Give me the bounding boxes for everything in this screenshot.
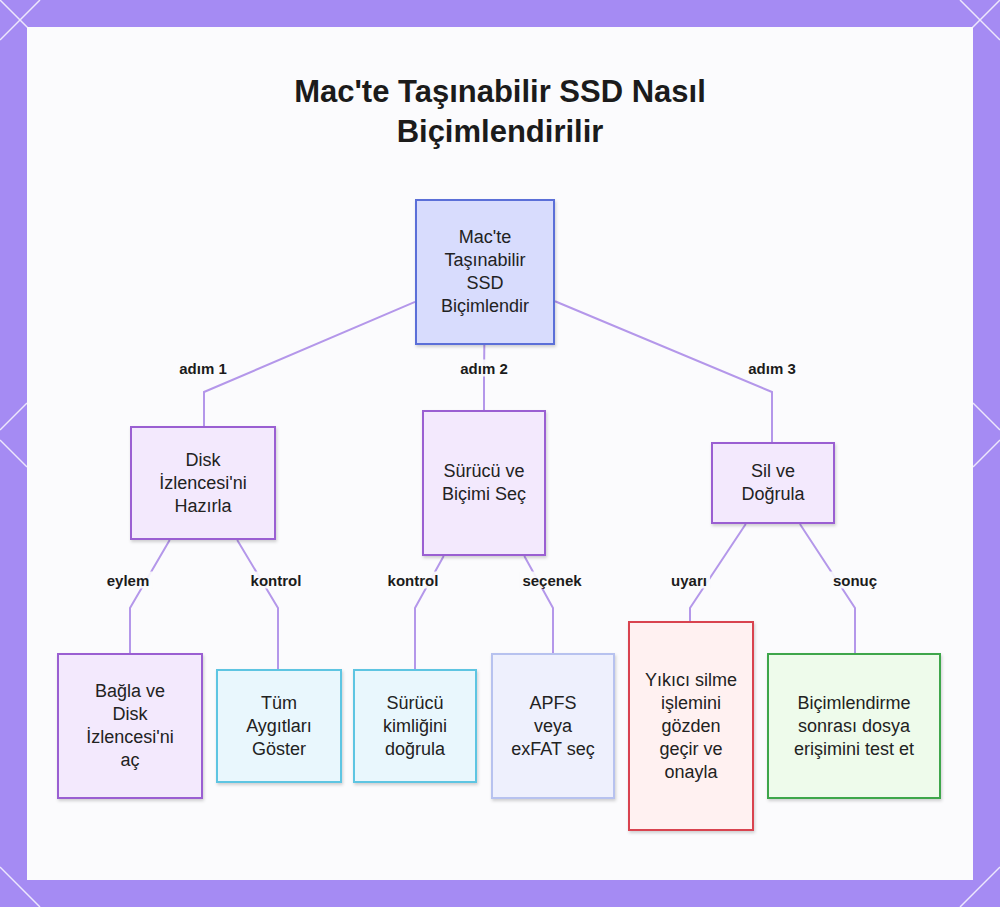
edge-label: adım 3 — [745, 360, 799, 377]
node-label: Sürücü kimliğini doğrula — [365, 692, 465, 761]
edge-label: uyarı — [668, 572, 710, 589]
node-label: Tüm Aygıtları Göster — [229, 692, 329, 761]
node-label: Mac'te Taşınabilir SSD Biçimlendir — [430, 226, 540, 318]
edge-label: kontrol — [385, 572, 442, 589]
connector-line — [483, 345, 485, 410]
node-label: Disk İzlencesi'ni Hazırla — [143, 449, 263, 518]
process-box: Sürücü ve Biçimi Seç — [422, 410, 546, 556]
process-box: Tüm Aygıtları Göster — [216, 669, 342, 783]
edge-label: adım 1 — [176, 360, 230, 377]
connector-line — [800, 524, 855, 653]
process-box: Disk İzlencesi'ni Hazırla — [130, 426, 276, 540]
process-box: Bağla ve Disk İzlencesi'ni aç — [57, 653, 203, 799]
node-label: Yıkıcı silme işlemini gözden geçir ve on… — [643, 669, 739, 784]
process-box: Biçimlendirme sonrası dosya erişimini te… — [767, 653, 941, 799]
edge-label: kontrol — [248, 572, 305, 589]
node-label: Sil ve Doğrula — [723, 460, 823, 506]
process-box: Sil ve Doğrula — [711, 442, 835, 524]
node-label: Sürücü ve Biçimi Seç — [434, 460, 534, 506]
node-label: APFS veya exFAT seç — [508, 692, 598, 761]
process-box: Yıkıcı silme işlemini gözden geçir ve on… — [628, 621, 754, 831]
connector-line — [237, 540, 278, 669]
connector-line — [204, 302, 415, 426]
edge-label: sonuç — [830, 572, 880, 589]
connector-line — [555, 301, 772, 442]
diagram-title: Mac'te Taşınabilir SSD Nasıl Biçimlendir… — [250, 72, 750, 152]
connector-line — [130, 540, 170, 653]
node-label: Biçimlendirme sonrası dosya erişimini te… — [779, 692, 929, 761]
process-box: Sürücü kimliğini doğrula — [353, 669, 477, 783]
edge-label: adım 2 — [457, 360, 511, 377]
node-label: Bağla ve Disk İzlencesi'ni aç — [75, 680, 185, 772]
edge-label: eylem — [104, 572, 153, 589]
edge-label: seçenek — [519, 572, 584, 589]
process-box: Mac'te Taşınabilir SSD Biçimlendir — [415, 199, 555, 345]
process-box: APFS veya exFAT seç — [491, 653, 615, 799]
